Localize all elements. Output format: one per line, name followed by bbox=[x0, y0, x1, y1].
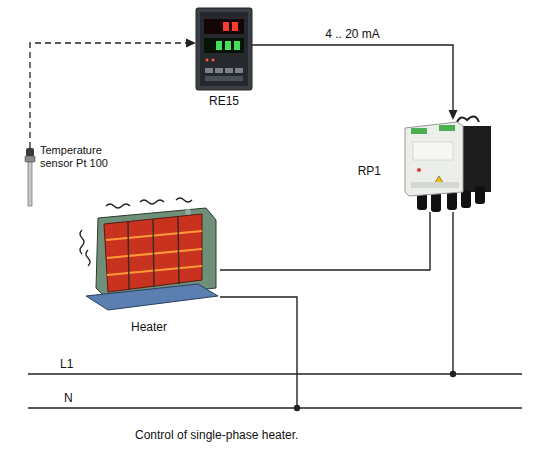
connector-line bbox=[252, 45, 458, 120]
signal-line bbox=[30, 39, 196, 149]
arrow-head bbox=[186, 39, 196, 48]
power-controller-node: RP1 bbox=[405, 120, 491, 212]
signal-label: 4 .. 20 mA bbox=[325, 27, 380, 41]
sensor-node: Temperature sensor Pt 100 bbox=[23, 148, 37, 206]
controller-device bbox=[196, 8, 252, 90]
line-name: N bbox=[64, 391, 73, 405]
device-label: RP1 bbox=[358, 164, 381, 178]
sensor-probe bbox=[25, 148, 35, 206]
heater-illustration bbox=[80, 198, 218, 310]
heater-node: Heater bbox=[78, 200, 220, 312]
device-label: Temperature sensor Pt 100 bbox=[40, 144, 114, 170]
power-controller-device bbox=[405, 116, 491, 212]
device-label: Heater bbox=[131, 320, 167, 334]
controller-node: RE15 bbox=[196, 8, 252, 90]
device-label: RE15 bbox=[209, 94, 239, 108]
line-name: L1 bbox=[60, 357, 73, 371]
figure-caption: Control of single-phase heater. bbox=[135, 428, 298, 442]
connector-line bbox=[220, 212, 430, 270]
arrow-head bbox=[449, 110, 458, 120]
junction-dots bbox=[294, 371, 456, 411]
